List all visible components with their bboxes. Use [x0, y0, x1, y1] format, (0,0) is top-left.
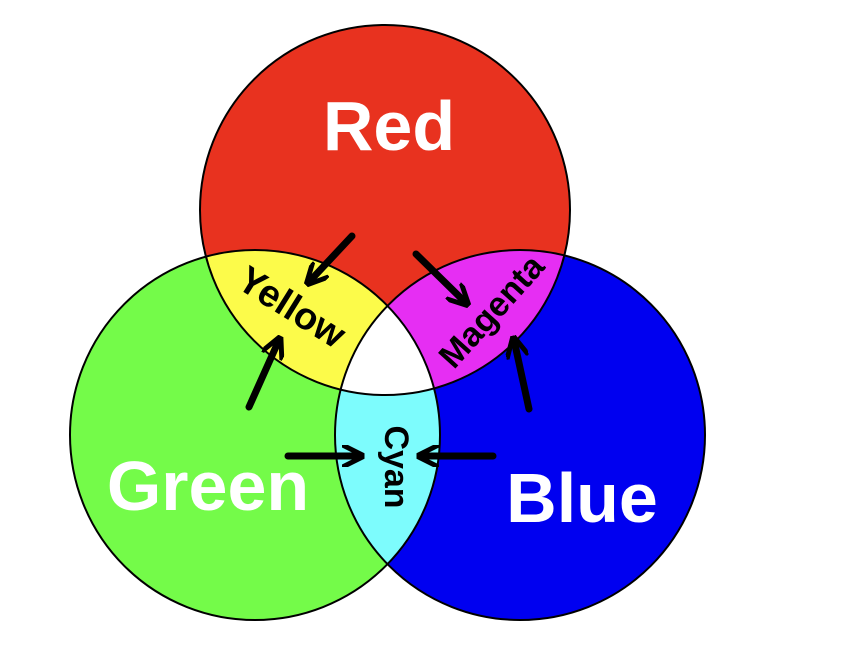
blue-to-magenta-arrow [514, 340, 533, 413]
red-label: Red [323, 87, 455, 165]
magenta-overlap-region [335, 250, 570, 395]
red-to-magenta-arrow [412, 250, 466, 303]
blue-circle-outline [334, 249, 706, 621]
cyan-label: Cyan [377, 425, 415, 508]
red-circle-outline [199, 24, 571, 396]
green-to-yellow-arrow [245, 340, 279, 411]
green-label: Green [107, 447, 309, 525]
yellow-overlap-region [200, 250, 440, 395]
red-to-yellow-arrow [309, 232, 356, 282]
blue-label: Blue [506, 459, 658, 537]
green-circle-outline [69, 249, 441, 621]
